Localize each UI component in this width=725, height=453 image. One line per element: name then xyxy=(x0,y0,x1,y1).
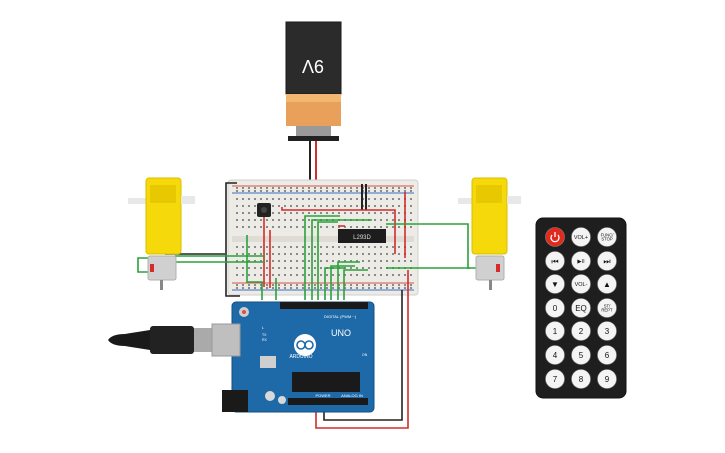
wire-red-5v xyxy=(315,270,409,429)
remote-button-digit-9[interactable]: 9 xyxy=(597,369,617,389)
remote-button-digit-3[interactable]: 3 xyxy=(597,321,617,341)
remote-button-digit-2[interactable]: 2 xyxy=(571,321,591,341)
battery-9v[interactable]: 9V xyxy=(285,21,342,141)
ir-receiver[interactable] xyxy=(257,203,271,217)
wire-red xyxy=(338,225,345,227)
remote-button-vol-minus[interactable]: VOL- xyxy=(571,274,591,294)
ir-remote[interactable]: VOL+ FUNC/STOP ⏮ ▶II ⏭ ▼ VOL- ▲ 0 EQ ST/REPT 1 2 3 4 5 6… xyxy=(535,217,627,399)
remote-button-label: STOP xyxy=(601,237,613,242)
motor-right-wire-green xyxy=(386,223,478,269)
remote-button-st-rept[interactable]: ST/REPT xyxy=(597,298,617,318)
usb-cable[interactable] xyxy=(108,326,212,354)
arduino-l-label: L xyxy=(262,326,264,330)
remote-button-prev[interactable]: ⏮ xyxy=(545,251,565,271)
wire-green xyxy=(343,269,368,300)
remote-button-label: ▶II xyxy=(577,259,585,265)
remote-button-label: ▼ xyxy=(551,280,559,289)
battery-label: 9V xyxy=(302,56,324,76)
wire-green xyxy=(337,261,360,300)
remote-button-label: ▲ xyxy=(603,280,611,289)
motor-left-wire-green xyxy=(137,257,150,273)
remote-button-label: REPT xyxy=(601,308,613,313)
arduino-analog-label: ANALOG IN xyxy=(341,393,363,398)
arduino-model: UNO xyxy=(331,328,351,338)
remote-button-digit-8[interactable]: 8 xyxy=(571,369,591,389)
remote-button-label: 6 xyxy=(605,351,610,360)
remote-button-label: 7 xyxy=(553,375,558,384)
remote-button-label: 8 xyxy=(579,375,584,384)
remote-button-digit-6[interactable]: 6 xyxy=(597,345,617,365)
remote-button-label: EQ xyxy=(575,304,587,313)
arduino-rx-label: RX xyxy=(262,338,268,342)
arduino-brand: ARDUINO xyxy=(289,354,312,360)
wire-red xyxy=(281,207,396,254)
dc-motor-right[interactable] xyxy=(458,177,521,290)
remote-button-down[interactable]: ▼ xyxy=(545,274,565,294)
wire-green xyxy=(311,219,372,300)
breadboard[interactable] xyxy=(227,179,419,296)
dc-motor-left[interactable] xyxy=(128,177,195,290)
remote-button-power[interactable] xyxy=(545,227,565,247)
arduino-digital-label: DIGITAL (PWM ~) xyxy=(324,314,357,319)
remote-button-label: 0 xyxy=(553,304,558,313)
remote-button-label: 1 xyxy=(553,327,558,336)
l293d-chip[interactable]: L293D xyxy=(338,229,386,243)
remote-button-0[interactable]: 0 xyxy=(545,298,565,318)
remote-button-next[interactable]: ⏭ xyxy=(597,251,617,271)
remote-button-label: VOL+ xyxy=(574,235,588,241)
remote-button-label: 4 xyxy=(553,351,558,360)
remote-button-label: 9 xyxy=(605,375,610,384)
remote-buttons: VOL+ FUNC/STOP ⏮ ▶II ⏭ ▼ VOL- ▲ 0 EQ ST/REPT 1 2 3 4 5 6… xyxy=(545,227,617,389)
remote-button-vol-plus[interactable]: VOL+ xyxy=(571,227,591,247)
wire-green xyxy=(317,221,338,300)
remote-button-digit-4[interactable]: 4 xyxy=(545,345,565,365)
remote-button-label: FUNC/ xyxy=(601,232,615,237)
remote-button-eq[interactable]: EQ xyxy=(571,298,591,318)
chip-label: L293D xyxy=(353,235,371,241)
remote-button-up[interactable]: ▲ xyxy=(597,274,617,294)
remote-button-digit-1[interactable]: 1 xyxy=(545,321,565,341)
remote-button-label: VOL- xyxy=(575,282,588,288)
arduino-power-label: POWER xyxy=(315,393,330,398)
remote-button-label: 3 xyxy=(605,327,610,336)
remote-button-label: ST/ xyxy=(604,303,611,308)
wire-green xyxy=(304,215,340,300)
remote-button-func-stop[interactable]: FUNC/STOP xyxy=(597,227,617,247)
wire-ground-left xyxy=(225,182,240,297)
arduino-uno[interactable]: ARDUINO UNO DIGITAL (PWM ~) POWER ANALOG… xyxy=(211,301,375,413)
wire-green xyxy=(330,265,355,300)
remote-button-label: ⏮ xyxy=(551,257,558,266)
arduino-tx-label: TX xyxy=(262,333,267,337)
wire-green xyxy=(246,235,263,300)
remote-button-label: 2 xyxy=(579,327,584,336)
remote-button-play-pause[interactable]: ▶II xyxy=(571,251,591,271)
remote-button-digit-7[interactable]: 7 xyxy=(545,369,565,389)
remote-button-label: 5 xyxy=(579,351,584,360)
arduino-on-label: ON xyxy=(362,353,368,357)
wire-black-gnd xyxy=(323,290,403,421)
remote-button-label: ⏭ xyxy=(603,257,610,266)
remote-button-digit-5[interactable]: 5 xyxy=(571,345,591,365)
